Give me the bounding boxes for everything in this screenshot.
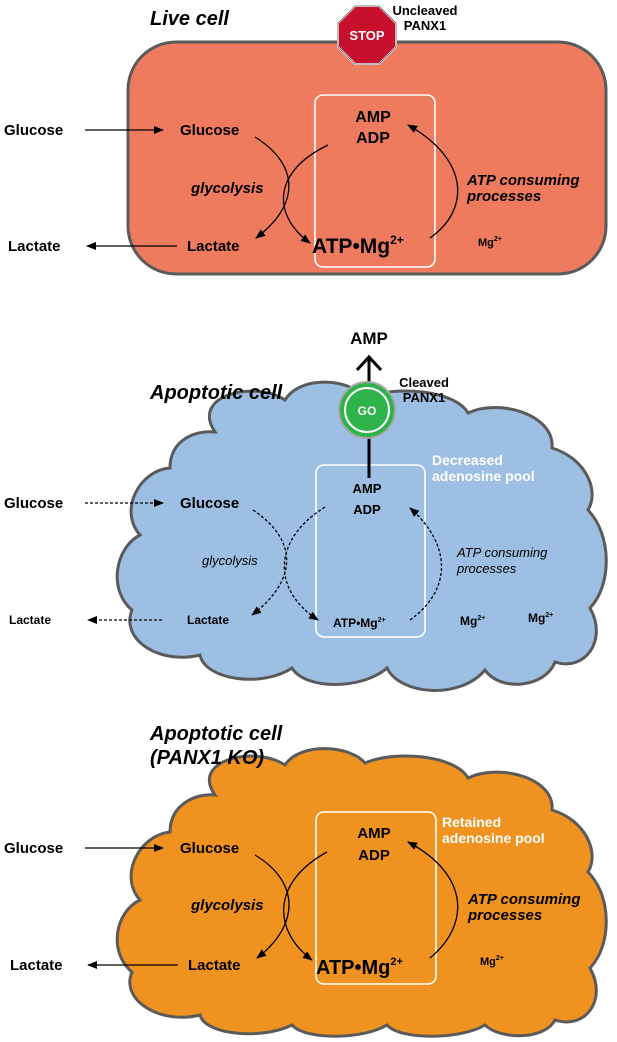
lactate-inside: Lactate: [187, 613, 229, 627]
adenosine-pool-box: [315, 811, 437, 985]
channel-label-line1: Uncleaved: [392, 3, 457, 18]
mg-label: Mg2+: [480, 955, 504, 968]
glucose-inside: Glucose: [180, 840, 239, 857]
atp-consuming-arrow: [407, 124, 459, 239]
lactate-inside: Lactate: [188, 957, 241, 974]
glucose-outside: Glucose: [4, 122, 63, 139]
channel-label-line2: PANX1: [404, 18, 446, 33]
lactate-outside: Lactate: [9, 613, 51, 627]
pool-label-line2: adenosine pool: [442, 830, 545, 846]
atp-consuming-line1: ATP consuming: [467, 891, 581, 908]
atp-mg-label: ATP•Mg2+: [316, 956, 403, 979]
atp-mg-label: ATP•Mg2+: [333, 616, 386, 630]
glucose-outside: Glucose: [4, 840, 63, 857]
atp-mg-label: ATP•Mg2+: [312, 233, 404, 258]
glycolysis-arrow-to-lactate: [254, 136, 290, 239]
mg-label: Mg2+: [478, 236, 502, 249]
glycolysis-label: glycolysis: [202, 553, 258, 568]
amp-label: AMP: [353, 481, 382, 496]
glycolysis-arrow-to-lactate: [254, 854, 290, 959]
adp-label: ADP: [353, 502, 381, 517]
stop-sign-icon: STOP: [337, 5, 397, 65]
atp-consuming-line2: processes: [467, 907, 542, 924]
go-channel-icon: GO: [338, 381, 396, 439]
atp-consuming-arrow: [409, 507, 442, 621]
pool-label-line1: Decreased: [432, 452, 503, 468]
atp-consuming-line2: processes: [466, 188, 541, 205]
panel-title-line1: Apoptotic cell: [149, 723, 283, 745]
glycolysis-arrow-to-lactate: [251, 509, 288, 616]
amp-label: AMP: [357, 825, 390, 842]
panel-title-line2: (PANX1 KO): [150, 747, 264, 769]
mg-label: Mg2+: [528, 611, 553, 625]
glycolysis-label: glycolysis: [190, 897, 264, 914]
lactate-inside: Lactate: [187, 238, 240, 255]
ko-cell-membrane: [115, 747, 608, 1038]
channel-label-line2: PANX1: [403, 390, 445, 405]
atp-consuming-line1: ATP consuming: [466, 172, 580, 189]
atp-consuming-line1: ATP consuming: [456, 545, 548, 560]
apoptotic-cell-membrane: [115, 380, 608, 692]
atp-consuming-arrow: [407, 841, 459, 959]
channel-label-line1: Cleaved: [399, 375, 449, 390]
amp-efflux-arrowhead: [355, 354, 383, 372]
adp-label: ADP: [356, 130, 390, 147]
go-label: GO: [358, 404, 377, 418]
glycolysis-arrow-to-atp: [283, 851, 328, 961]
glucose-inside: Glucose: [180, 495, 239, 512]
panel-title: Apoptotic cell: [149, 382, 283, 404]
atp-consuming-line2: processes: [456, 561, 517, 576]
released-amp-label: AMP: [350, 329, 388, 348]
glucose-inside: Glucose: [180, 122, 239, 139]
stop-label: STOP: [349, 28, 384, 43]
panel-title: Live cell: [150, 8, 229, 30]
glycolysis-arrow-to-atp: [282, 144, 329, 244]
adenosine-pool-box: [314, 94, 436, 268]
glycolysis-label: glycolysis: [190, 180, 264, 197]
panel-apoptotic-cell-panx1-ko: Apoptotic cell (PANX1 KO) Retained adeno…: [4, 723, 608, 1038]
glucose-outside: Glucose: [4, 495, 63, 512]
lactate-outside: Lactate: [8, 238, 61, 255]
panel-live-cell: STOP Uncleaved PANX1 Live cell Glucose G…: [4, 3, 608, 276]
amp-label: AMP: [355, 109, 391, 126]
mg-label: Mg2+: [460, 614, 485, 628]
pool-label-line2: adenosine pool: [432, 468, 535, 484]
adp-label: ADP: [358, 847, 390, 864]
lactate-outside: Lactate: [10, 957, 63, 974]
pool-label-line1: Retained: [442, 814, 501, 830]
glycolysis-arrow-to-atp: [283, 506, 326, 621]
panel-apoptotic-cell: AMP GO Cleaved PANX1 Apoptotic cell Decr…: [4, 329, 608, 692]
